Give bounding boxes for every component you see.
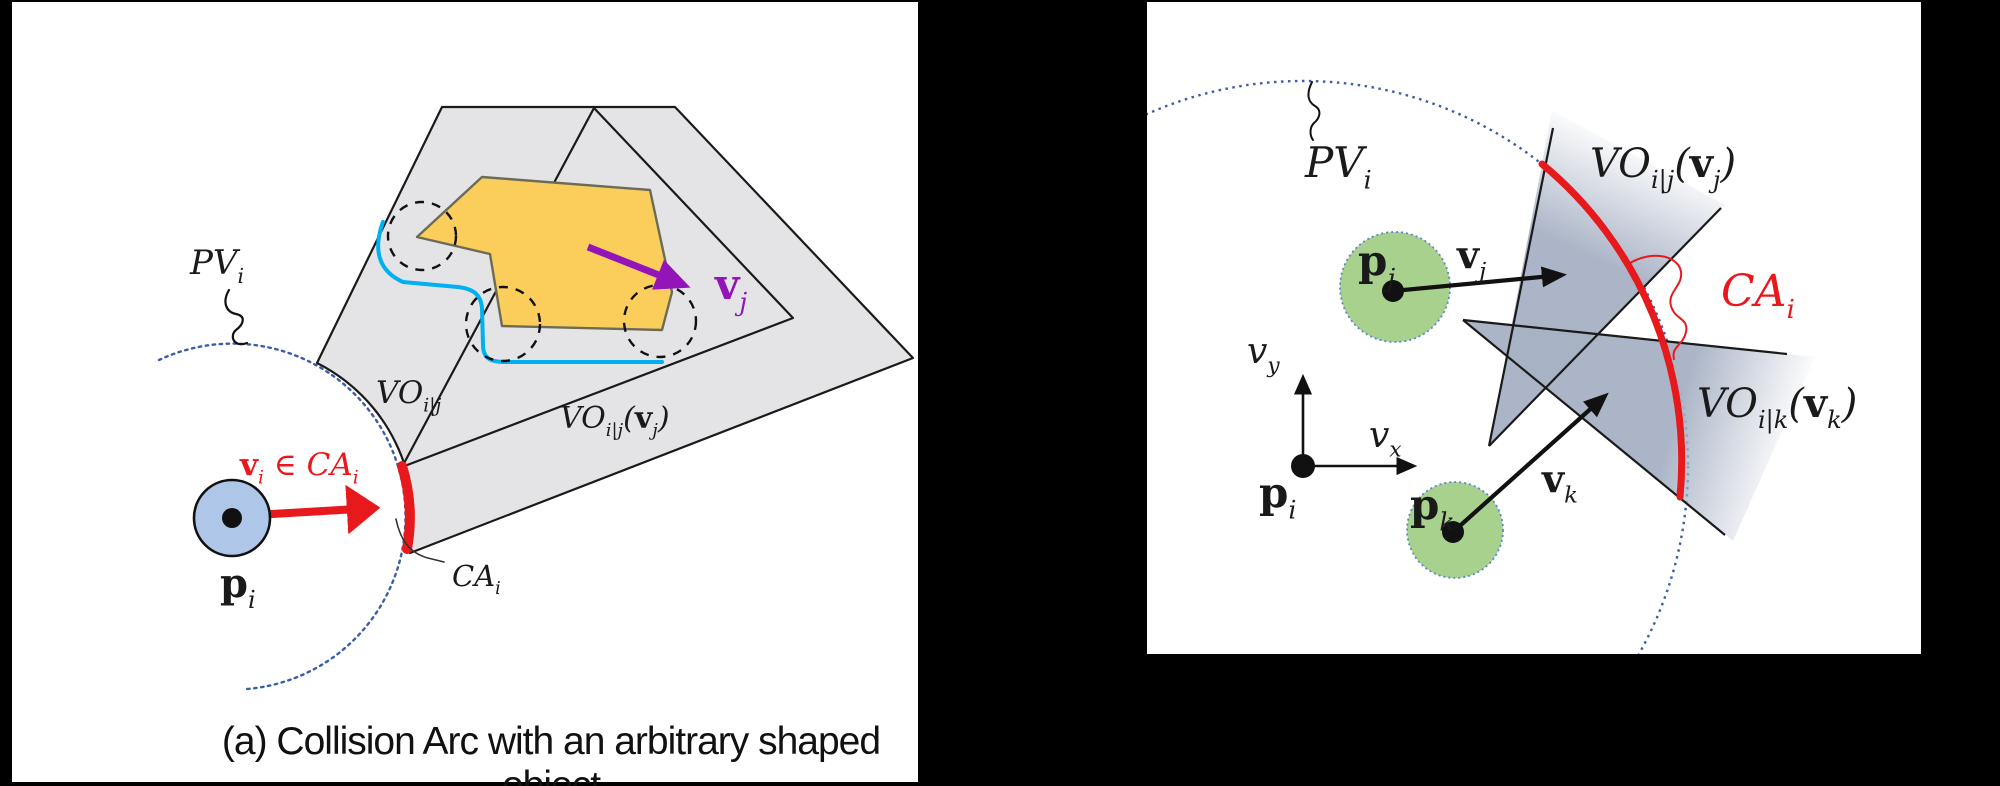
- ca-leader-squiggle: [395, 518, 445, 563]
- label-vo-j: VOi|j(vj): [1590, 140, 1737, 194]
- obstacle-polygon: [415, 175, 674, 332]
- label-vx-axis: vx: [1369, 415, 1402, 463]
- vo-cone-j-left-edge: [1487, 127, 1555, 447]
- vo-cone-k-fill: [1463, 320, 1815, 541]
- label-pi-left: pi: [220, 560, 256, 614]
- collision-arc: [397, 461, 415, 554]
- label-pj: pj: [1358, 236, 1396, 293]
- vk-arrow: [1451, 392, 1609, 534]
- dashed-footprint-circle-1: [386, 200, 458, 272]
- vj-arrow: [586, 243, 691, 290]
- label-vo-outer: VOi|j(vj): [560, 401, 670, 442]
- panel-collision-arc: PVi VOi|j VOi|j(vj) vj vi ∈ CAi pi CAi (…: [12, 2, 918, 786]
- subfigure-caption: (a) Collision Arc with an arbitrary shap…: [221, 720, 881, 786]
- vj-arrow: [1392, 266, 1568, 294]
- label-ca-right: CAi: [1721, 266, 1795, 325]
- label-vo-k: VOi|k(vk): [1697, 380, 1858, 434]
- pv-text: PV: [190, 243, 238, 283]
- collision-arc: [1538, 160, 1686, 501]
- label-pv-left: PVi: [190, 243, 244, 289]
- robot-i-center-dot: [222, 508, 242, 528]
- label-vy-axis: vy: [1247, 331, 1280, 379]
- label-vk: vk: [1542, 456, 1578, 509]
- label-pk: pk: [1410, 480, 1455, 537]
- pv-leader-squiggle: [224, 288, 249, 346]
- collision-arc-diagram: [157, 105, 915, 691]
- label-pi-right: pi: [1259, 468, 1297, 525]
- label-vi-in-ca: vi ∈ CAi: [240, 447, 359, 489]
- label-ca-left: CAi: [452, 559, 501, 599]
- label-pv-right: PVi: [1305, 138, 1372, 195]
- vo-cone-j-right-edge: [1488, 207, 1722, 447]
- pv-leader-squiggle: [1307, 81, 1321, 141]
- velocity-obstacle-diagram: [1147, 79, 1815, 654]
- ca-leader-squiggle: [1629, 254, 1688, 360]
- agent-i-center-dot: [1291, 454, 1315, 478]
- dashed-footprint-circle-2: [464, 285, 542, 363]
- vo-cone-k-top-edge: [1462, 318, 1788, 356]
- label-vj-left: vj: [715, 260, 748, 317]
- label-vo-inner: VOi|j: [376, 375, 442, 417]
- label-vj-right: vj: [1457, 232, 1487, 285]
- panel-velocity-obstacles: PVi VOi|j(vj) CAi VOi|k(vk) pj vj pk vk …: [1147, 2, 1921, 654]
- dashed-footprint-circle-3: [622, 283, 698, 359]
